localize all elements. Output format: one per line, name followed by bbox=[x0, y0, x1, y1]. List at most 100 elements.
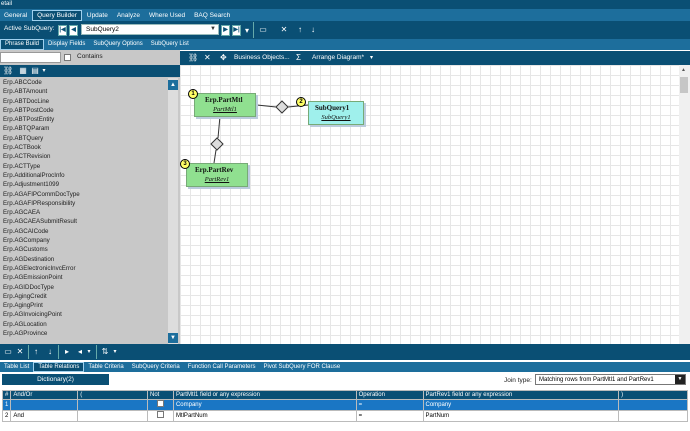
menu-update[interactable]: Update bbox=[86, 11, 108, 19]
join-diamond[interactable] bbox=[210, 137, 224, 151]
grid-icon[interactable]: ▦ bbox=[19, 66, 27, 75]
sort-icon[interactable]: ⇅ bbox=[101, 347, 109, 356]
close-paren-cell[interactable] bbox=[618, 399, 688, 411]
not-cell[interactable] bbox=[146, 410, 174, 422]
and-or-cell[interactable]: And bbox=[10, 410, 79, 422]
chevron-down-icon[interactable]: ▼ bbox=[675, 375, 685, 384]
list-item[interactable]: Erp.ACTBook bbox=[3, 144, 41, 152]
col-header[interactable]: ( bbox=[77, 390, 148, 400]
not-checkbox[interactable] bbox=[156, 400, 164, 407]
list-item[interactable]: Erp.AGCAICode bbox=[3, 227, 49, 235]
prev-icon[interactable]: ◂ bbox=[77, 347, 82, 356]
list-item[interactable]: Erp.AGInvoicingPoint bbox=[3, 311, 62, 319]
chevron-down-icon[interactable]: ▼ bbox=[210, 26, 216, 32]
chevron-down-icon[interactable]: ▾ bbox=[87, 349, 91, 355]
delete-icon[interactable]: ✕ bbox=[16, 347, 24, 356]
contains-checkbox[interactable] bbox=[64, 54, 71, 61]
list-item[interactable]: Erp.ABTPostCode bbox=[3, 106, 54, 114]
delete-icon[interactable]: ✕ bbox=[204, 53, 211, 62]
move-up-icon[interactable]: ↑ bbox=[298, 25, 302, 34]
sigma-button[interactable]: Σ bbox=[296, 53, 301, 62]
move-up-icon[interactable]: ↑ bbox=[34, 347, 38, 356]
chevron-down-icon[interactable]: ▾ bbox=[113, 349, 117, 355]
list-item[interactable]: Erp.ABTQParam bbox=[3, 125, 50, 133]
scroll-down-icon[interactable]: ▼ bbox=[168, 333, 178, 343]
link-icon[interactable]: ⛓ bbox=[3, 66, 14, 75]
tab-table-criteria[interactable]: Table Criteria bbox=[88, 364, 124, 370]
table-row[interactable]: 1 Company = Company bbox=[1, 399, 688, 411]
menu-analyze[interactable]: Analyze bbox=[116, 11, 140, 19]
menu-query-builder[interactable]: Query Builder bbox=[32, 9, 82, 21]
next-icon[interactable]: ▶ bbox=[221, 25, 230, 36]
move-down-icon[interactable]: ↓ bbox=[48, 347, 52, 356]
list-item[interactable]: Erp.ACTRevision bbox=[3, 153, 51, 161]
next-icon[interactable]: ▸ bbox=[64, 347, 69, 356]
tab-subquery-criteria[interactable]: SubQuery Criteria bbox=[131, 364, 180, 370]
link-icon[interactable]: ⛓ bbox=[188, 53, 199, 62]
tab-phrase-build[interactable]: Phrase Build bbox=[0, 39, 45, 50]
col-header[interactable]: And/Or bbox=[10, 390, 79, 400]
menu-general[interactable]: General bbox=[4, 11, 28, 19]
tab-subquery-options[interactable]: SubQuery Options bbox=[93, 41, 143, 47]
first-icon[interactable]: |◀ bbox=[58, 25, 67, 36]
last-icon[interactable]: ▶| bbox=[232, 25, 241, 36]
join-type-combo[interactable]: Matching rows from PartMtl1 and PartRev1… bbox=[535, 374, 686, 385]
tab-table-relations[interactable]: Table Relations bbox=[33, 362, 85, 372]
new-icon[interactable]: ▭ bbox=[4, 347, 12, 356]
dropdown-icon[interactable]: ▾ bbox=[244, 26, 249, 35]
field2-cell[interactable]: PartNum bbox=[422, 410, 620, 422]
delete-icon[interactable]: ✕ bbox=[280, 25, 288, 34]
col-header[interactable]: ) bbox=[618, 390, 688, 400]
scroll-up-icon[interactable]: ▲ bbox=[681, 67, 686, 73]
col-header[interactable]: # bbox=[1, 390, 12, 400]
not-checkbox[interactable] bbox=[156, 411, 164, 418]
tab-table-list[interactable]: Table List bbox=[4, 364, 30, 370]
not-cell[interactable] bbox=[146, 399, 174, 411]
list-item[interactable]: Erp.AGProvince bbox=[3, 330, 48, 338]
chevron-down-icon[interactable]: ▾ bbox=[42, 68, 46, 74]
menu-baq-search[interactable]: BAQ Search bbox=[194, 11, 231, 19]
table-list-scrollbar[interactable]: ▲ ▼ bbox=[168, 78, 178, 344]
node-partmtl[interactable]: Erp.PartMtl PartMtl1 bbox=[194, 93, 256, 117]
col-header[interactable]: PartMtl1 field or any expression bbox=[172, 390, 357, 400]
prev-icon[interactable]: ◀ bbox=[69, 25, 78, 36]
field2-cell[interactable]: Company bbox=[422, 399, 620, 411]
list-item[interactable]: Erp.AdditionalProcInfo bbox=[3, 171, 65, 179]
chevron-down-icon[interactable]: ▾ bbox=[370, 55, 374, 61]
new-icon[interactable]: ▭ bbox=[259, 25, 267, 34]
open-paren-cell[interactable] bbox=[77, 410, 148, 422]
list-item[interactable]: Erp.AGAFIPCommDocType bbox=[3, 190, 80, 198]
field1-cell[interactable]: MtlPartNum bbox=[172, 410, 357, 422]
list-item[interactable]: Erp.AGEmissionPoint bbox=[3, 274, 63, 282]
tab-display-fields[interactable]: Display Fields bbox=[48, 41, 86, 47]
scroll-thumb[interactable] bbox=[680, 77, 688, 93]
list-item[interactable]: Erp.ABTPostEntity bbox=[3, 116, 55, 124]
table-row[interactable]: 2 And MtlPartNum = PartNum bbox=[1, 410, 688, 422]
diagram-scrollbar[interactable]: ▲ bbox=[679, 65, 690, 344]
open-paren-cell[interactable] bbox=[77, 399, 148, 411]
active-subquery-combo[interactable]: SubQuery2 ▼ bbox=[81, 24, 219, 35]
node-partrev[interactable]: Erp.PartRev PartRev1 bbox=[186, 163, 248, 187]
col-header[interactable]: Operation bbox=[355, 390, 424, 400]
view-icon[interactable]: ▤ bbox=[31, 66, 39, 75]
menu-where-used[interactable]: Where Used bbox=[148, 11, 186, 19]
arrange-diagram-button[interactable]: Arrange Diagram* bbox=[312, 54, 365, 61]
search-input[interactable] bbox=[0, 52, 61, 63]
move-down-icon[interactable]: ↓ bbox=[311, 25, 315, 34]
operation-cell[interactable]: = bbox=[355, 399, 424, 411]
list-item[interactable]: Erp.AGCAEASubmitResult bbox=[3, 218, 77, 226]
close-paren-cell[interactable] bbox=[618, 410, 688, 422]
list-item[interactable]: Erp.AGCompany bbox=[3, 237, 50, 245]
tab-pivot-subquery[interactable]: Pivot SubQuery FOR Clause bbox=[263, 364, 341, 370]
list-item[interactable]: Erp.ABCCode bbox=[3, 79, 42, 86]
list-item[interactable]: Erp.AGIDDocType bbox=[3, 283, 54, 291]
node-subquery1[interactable]: SubQuery1 SubQuery1 bbox=[308, 101, 364, 125]
and-or-cell[interactable] bbox=[10, 399, 79, 411]
list-item[interactable]: Erp.ABTDocLine bbox=[3, 97, 50, 105]
list-item[interactable]: Erp.AGElectronicInvcError bbox=[3, 264, 76, 272]
col-header[interactable]: PartRev1 field or any expression bbox=[422, 390, 620, 400]
operation-cell[interactable]: = bbox=[355, 410, 424, 422]
diagram-canvas[interactable]: Erp.PartMtl PartMtl1 1 SubQuery1 SubQuer… bbox=[180, 65, 690, 344]
tab-subquery-list[interactable]: SubQuery List bbox=[150, 41, 189, 47]
list-item[interactable]: Erp.ACTType bbox=[3, 162, 41, 170]
